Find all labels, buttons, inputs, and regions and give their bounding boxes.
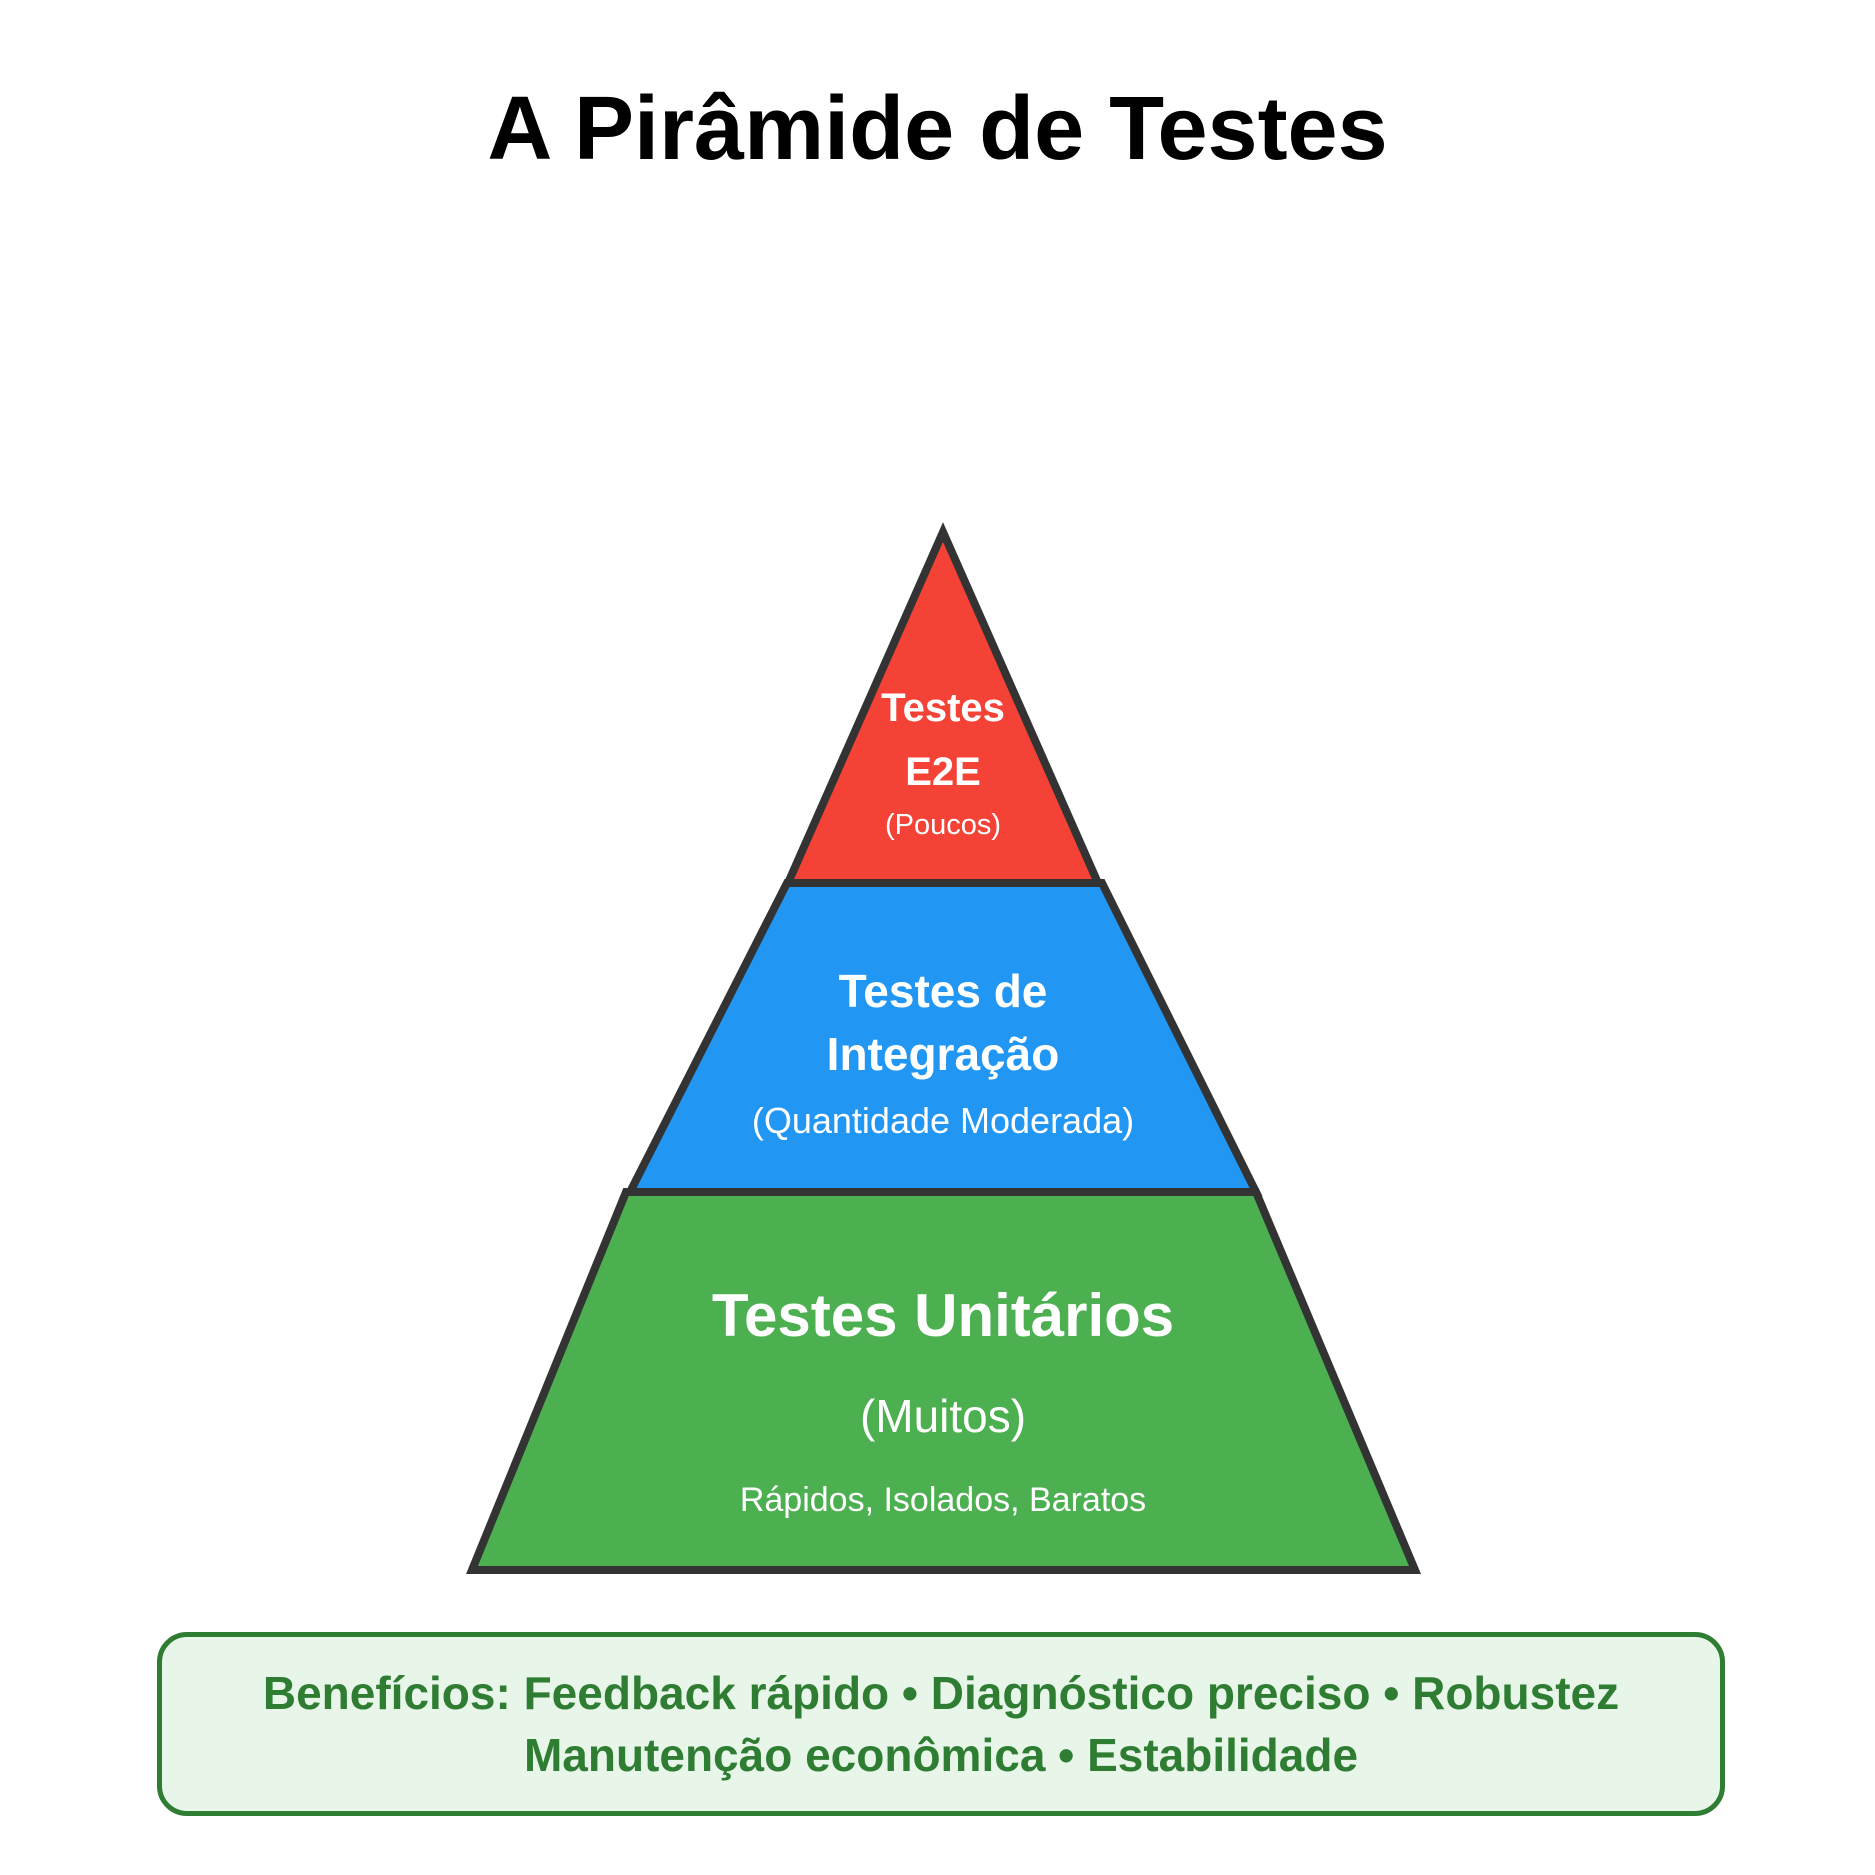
benefits-line1: Benefícios: Feedback rápido • Diagnóstic… [262,1667,1620,1719]
e2e-subtitle: (Poucos) [885,809,1001,841]
benefits-line2: Manutenção econômica • Estabilidade [523,1729,1359,1781]
unit-subtitle: (Muitos) [860,1390,1026,1442]
page-title: A Pirâmide de Testes [487,79,1388,179]
e2e-title-line1: Testes [881,686,1005,730]
unit-detail: Rápidos, Isolados, Baratos [740,1481,1146,1519]
integration-subtitle: (Quantidade Moderada) [752,1100,1134,1141]
benefits-box: Benefícios: Feedback rápido • Diagnóstic… [157,1632,1725,1816]
pyramid-layer-e2e [781,522,1105,887]
integration-title-line2: Integração [827,1028,1060,1080]
integration-title-line1: Testes de [839,965,1048,1017]
unit-title: Testes Unitários [712,1282,1174,1349]
e2e-title-line2: E2E [905,750,981,794]
